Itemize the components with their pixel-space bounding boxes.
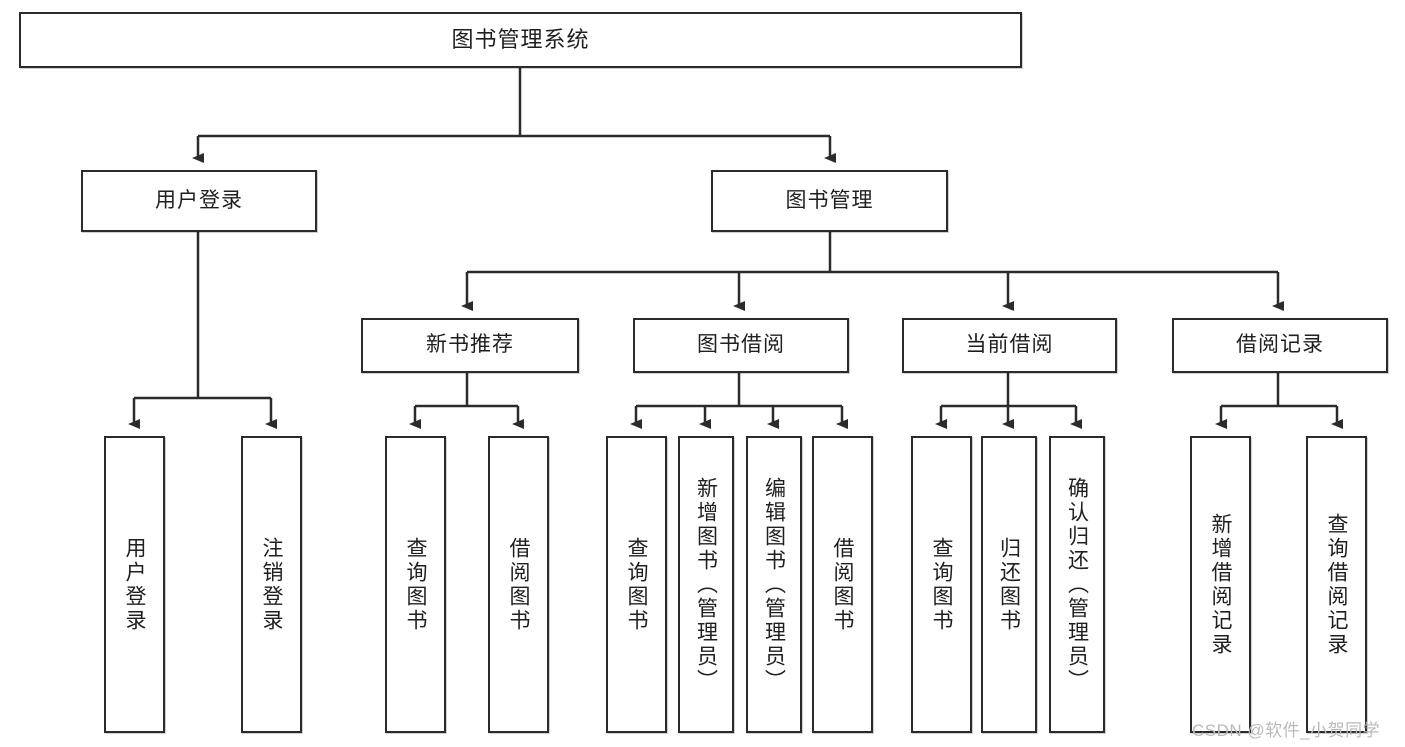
node-leaf-add-book-admin[interactable]: 新增图书（管理员） [678, 436, 734, 733]
node-leaf-query-record-label: 查询借阅记录 [1325, 512, 1349, 657]
node-leaf-borrow-book-2-label: 借阅图书 [831, 536, 855, 633]
node-borrow-record-label: 借阅记录 [1236, 333, 1324, 357]
node-leaf-add-record[interactable]: 新增借阅记录 [1190, 436, 1251, 733]
node-leaf-query-book-3[interactable]: 查询图书 [911, 436, 972, 733]
node-book-borrow-label: 图书借阅 [697, 333, 785, 357]
node-leaf-logout[interactable]: 注销登录 [241, 436, 302, 733]
node-book-manage-label: 图书管理 [785, 188, 874, 212]
node-leaf-return-book[interactable]: 归还图书 [981, 436, 1037, 733]
node-root-label: 图书管理系统 [451, 27, 590, 53]
node-book-borrow[interactable]: 图书借阅 [633, 318, 849, 373]
node-root[interactable]: 图书管理系统 [19, 12, 1022, 68]
node-borrow-record[interactable]: 借阅记录 [1172, 318, 1388, 373]
node-book-manage[interactable]: 图书管理 [711, 170, 948, 232]
node-new-book-recommend-label: 新书推荐 [426, 333, 514, 357]
node-user-login-label: 用户登录 [155, 188, 243, 212]
node-current-borrow[interactable]: 当前借阅 [902, 318, 1117, 373]
node-leaf-return-book-label: 归还图书 [997, 536, 1021, 633]
node-leaf-query-record[interactable]: 查询借阅记录 [1306, 436, 1367, 733]
node-leaf-edit-book-admin-label: 编辑图书（管理员） [762, 476, 786, 693]
node-leaf-query-book-1[interactable]: 查询图书 [385, 436, 446, 733]
node-leaf-borrow-book-1-label: 借阅图书 [507, 536, 531, 633]
node-leaf-edit-book-admin[interactable]: 编辑图书（管理员） [746, 436, 802, 733]
node-current-borrow-label: 当前借阅 [965, 333, 1054, 357]
node-leaf-query-book-2-label: 查询图书 [625, 536, 649, 633]
node-user-login[interactable]: 用户登录 [81, 170, 317, 232]
node-leaf-add-record-label: 新增借阅记录 [1209, 512, 1233, 657]
node-leaf-user-login-label: 用户登录 [123, 536, 147, 633]
node-leaf-confirm-return-admin-label: 确认归还（管理员） [1065, 476, 1089, 693]
node-leaf-query-book-1-label: 查询图书 [404, 536, 428, 633]
node-leaf-logout-label: 注销登录 [260, 536, 284, 633]
node-new-book-recommend[interactable]: 新书推荐 [361, 318, 579, 373]
node-leaf-add-book-admin-label: 新增图书（管理员） [694, 476, 718, 693]
node-leaf-borrow-book-1[interactable]: 借阅图书 [488, 436, 549, 733]
node-leaf-query-book-3-label: 查询图书 [930, 536, 954, 633]
node-leaf-query-book-2[interactable]: 查询图书 [606, 436, 667, 733]
node-leaf-confirm-return-admin[interactable]: 确认归还（管理员） [1049, 436, 1105, 733]
node-leaf-borrow-book-2[interactable]: 借阅图书 [812, 436, 873, 733]
node-leaf-user-login[interactable]: 用户登录 [104, 436, 165, 733]
